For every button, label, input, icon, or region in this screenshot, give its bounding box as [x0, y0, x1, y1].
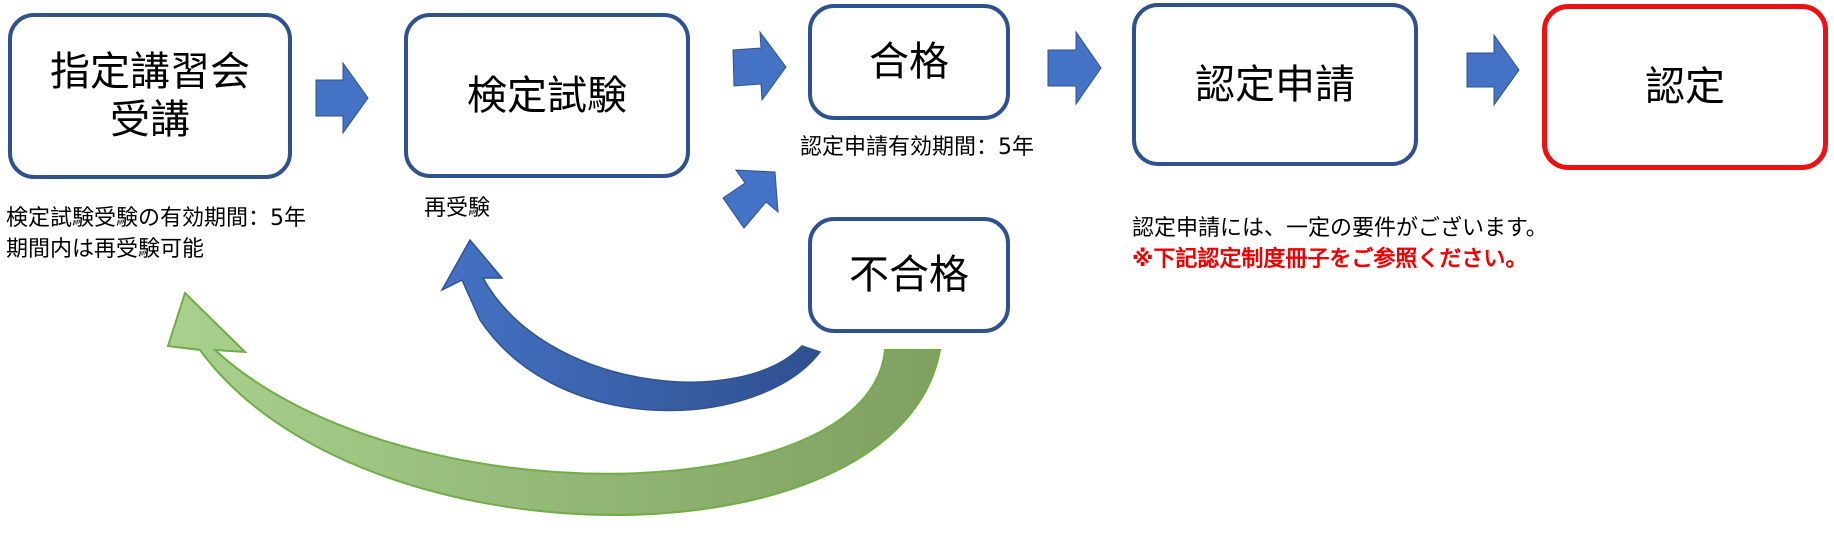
result-pass-box: 合格 — [808, 4, 1010, 120]
result-fail-label: 不合格 — [849, 252, 969, 298]
step-certified-box: 認定 — [1542, 4, 1828, 170]
apply-validity-note: 認定申請有効期間：5年 — [800, 135, 1034, 160]
arrow-down-right-icon — [722, 169, 779, 229]
apply-requirement-line: 認定申請には、一定の要件がございます。 — [1132, 216, 1548, 241]
retake-note: 再受験 — [424, 196, 491, 221]
arrow-up-right-icon — [732, 30, 787, 102]
retake-curved-arrow-icon — [440, 238, 822, 412]
apply-booklet-reference: ※下記認定制度冊子をご参照ください。 — [1132, 246, 1528, 272]
apply-requirement-note: 認定申請には、一定の要件がございます。 ※下記認定制度冊子をご参照ください。 — [1132, 214, 1548, 276]
step-apply-box: 認定申請 — [1132, 3, 1418, 166]
arrow-right-icon — [315, 61, 369, 135]
arrow-right-icon — [1466, 33, 1520, 107]
exam-validity-line-1: 検定試験受験の有効期間：5年 — [6, 206, 306, 231]
step-training-label-1: 指定講習会 — [50, 49, 250, 95]
step-apply-label: 認定申請 — [1195, 61, 1355, 108]
step-exam-label: 検定試験 — [467, 72, 627, 119]
result-pass-label: 合格 — [869, 39, 949, 85]
exam-validity-line-2: 期間内は再受験可能 — [6, 236, 205, 262]
result-fail-box: 不合格 — [808, 217, 1010, 333]
exam-validity-note: 検定試験受験の有効期間：5年 期間内は再受験可能 — [6, 204, 306, 266]
arrow-right-icon — [1047, 30, 1102, 106]
step-exam-box: 検定試験 — [404, 13, 690, 178]
step-training-box: 指定講習会 受講 — [8, 13, 292, 179]
reapply-curved-arrow-icon — [166, 291, 942, 516]
step-training-label-2: 受講 — [110, 97, 190, 143]
step-certified-label: 認定 — [1645, 64, 1725, 110]
